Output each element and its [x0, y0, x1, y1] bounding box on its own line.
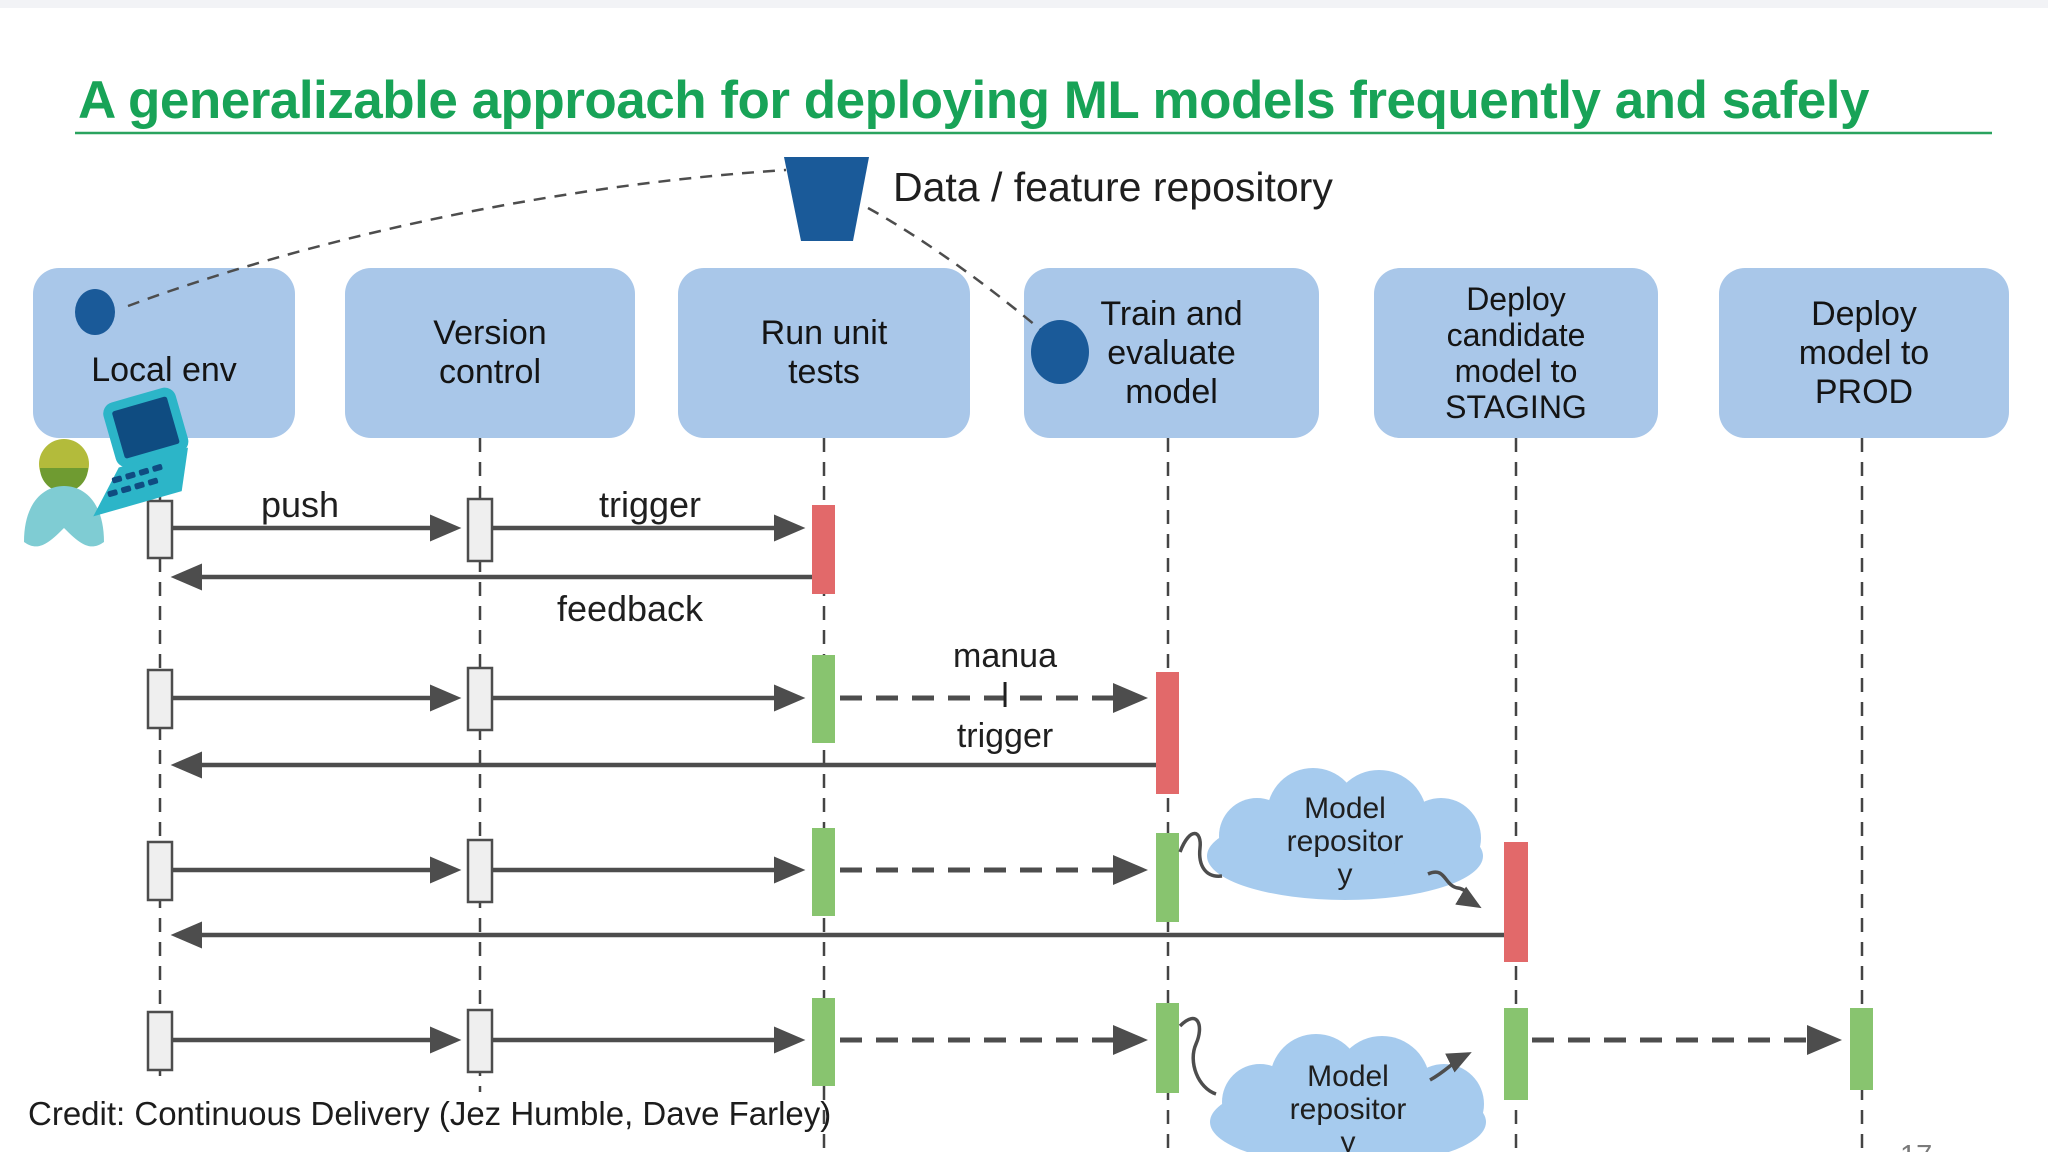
cloud-label-line: y	[1340, 1126, 1356, 1152]
activation-bar-gray	[146, 1010, 174, 1072]
push-label: push	[260, 484, 340, 525]
feedback-label: feedback	[556, 588, 704, 629]
model-repository-label-1: Model repositor y	[1225, 792, 1465, 891]
activation-bar-gray	[146, 499, 174, 560]
activation-bar-passed	[812, 828, 835, 916]
repo-link-local-env	[127, 168, 787, 308]
activation-bar-gray	[466, 666, 494, 732]
cloud-label-line: Model	[1304, 792, 1386, 825]
data-feature-repository-icon	[784, 157, 869, 241]
cloud-label-line: Model	[1307, 1060, 1389, 1093]
lane-label-line: control	[438, 353, 542, 391]
lane-label-line: Run unit	[760, 314, 888, 352]
lane-label-line: STAGING	[1445, 389, 1587, 425]
lane-label-line: model	[1125, 372, 1218, 411]
data-feature-repository-label: Data / feature repository	[893, 164, 1333, 210]
squiggle-cloud-to-staging-1	[1427, 870, 1482, 909]
cloud-label-line: repositor	[1289, 1093, 1407, 1126]
activation-bar-failed	[1156, 672, 1179, 794]
activation-bar-gray	[466, 838, 494, 904]
model-repository-label-2: Model repositor y	[1228, 1060, 1468, 1152]
page-number: 17	[1900, 1140, 1932, 1152]
activation-bar-passed	[1504, 1008, 1528, 1100]
lane-box-version-control: Version control	[345, 268, 635, 438]
activation-bar-gray	[466, 497, 494, 563]
activation-bar-passed	[812, 998, 835, 1086]
developer-icon	[24, 387, 189, 547]
activation-bar-failed	[1504, 842, 1528, 962]
squiggle-train-to-cloud-1	[1178, 831, 1223, 878]
lane-label-line: Version	[433, 314, 547, 352]
cloud-label-line: repositor	[1286, 825, 1404, 858]
lane-label-line: Deploy	[1466, 281, 1566, 317]
connector-dot-train	[1031, 320, 1089, 384]
manual-trigger-label: manua l trigger	[905, 636, 1105, 756]
activation-bar-gray	[466, 1008, 494, 1074]
activation-bar-gray	[146, 840, 174, 902]
lane-label-line: Deploy	[1811, 294, 1917, 333]
lane-label-line: tests	[788, 353, 860, 391]
activation-bar-failed	[812, 505, 835, 594]
lane-label-line: model to	[1798, 333, 1930, 372]
activation-bar-passed	[1156, 833, 1179, 922]
activation-bar-passed	[1850, 1008, 1873, 1090]
lane-label-line: candidate	[1446, 317, 1586, 353]
repo-link-train	[867, 206, 1049, 337]
manual-trigger-line: l	[1001, 677, 1009, 715]
cloud-label-line: y	[1337, 858, 1353, 891]
credit-text: Credit: Continuous Delivery (Jez Humble,…	[28, 1095, 832, 1132]
lane-label-line: model to	[1454, 353, 1578, 389]
activation-bar-passed	[812, 655, 835, 743]
lane-label-line: PROD	[1814, 372, 1914, 411]
connector-dot-local-env	[75, 289, 115, 335]
activation-bar-passed	[1156, 1003, 1179, 1093]
lane-box-train-evaluate: Train and evaluate model	[1024, 268, 1319, 438]
slide-title: A generalizable approach for deploying M…	[78, 70, 1869, 130]
squiggle-cloud-to-staging-2	[1429, 1052, 1472, 1082]
manual-trigger-line: manua	[953, 637, 1057, 675]
trigger-label: trigger	[598, 484, 702, 525]
person-icon	[24, 439, 104, 547]
manual-trigger-line: trigger	[956, 717, 1054, 755]
squiggle-train-to-cloud-2	[1178, 1016, 1217, 1096]
activation-bar-gray	[146, 668, 174, 730]
lane-label-line: Local env	[91, 350, 237, 389]
lane-label-line: evaluate	[1107, 333, 1236, 372]
top-edge-strip	[0, 0, 2048, 8]
lane-label-line: Train and	[1100, 294, 1243, 333]
lane-box-deploy-staging: Deploy candidate model to STAGING	[1374, 268, 1658, 438]
lane-box-run-unit-tests: Run unit tests	[678, 268, 970, 438]
lane-box-deploy-prod: Deploy model to PROD	[1719, 268, 2009, 438]
laptop-icon	[93, 387, 189, 517]
